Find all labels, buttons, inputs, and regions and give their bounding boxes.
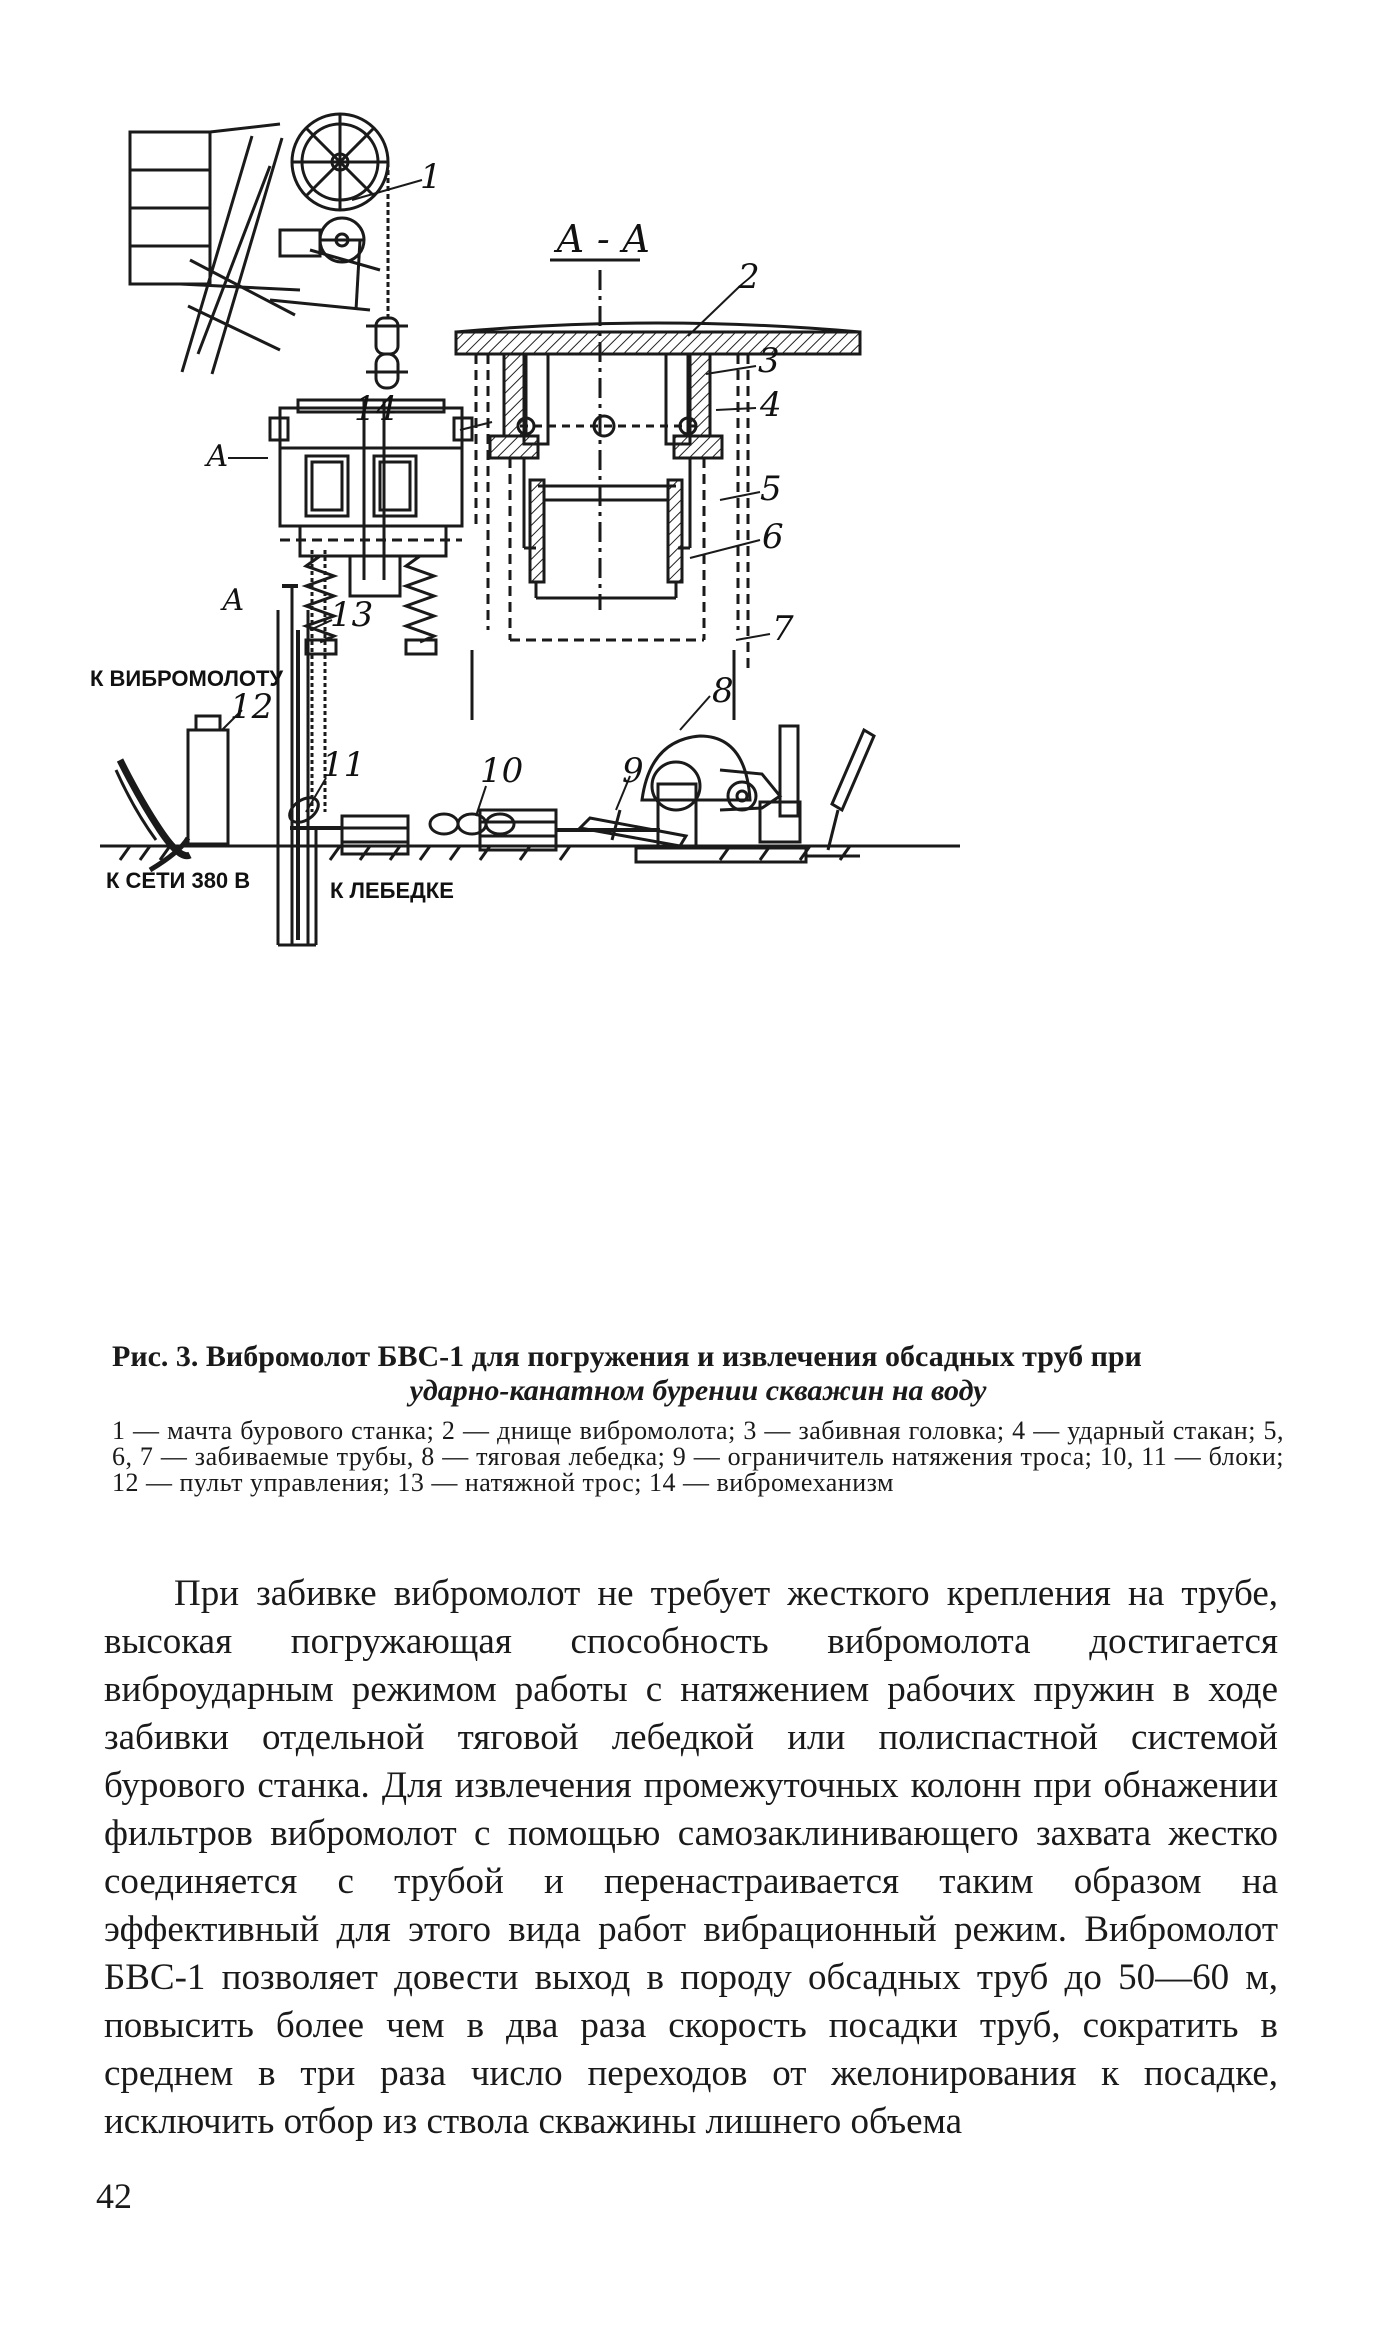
callout-1: 1 [420,157,442,197]
label-to-vibrohammer: К ВИБРОМОЛОТУ [90,666,283,691]
section-title-a-a: А - А [553,217,651,261]
section-view-a-a [454,258,862,720]
technical-drawing: 1 2 3 4 5 6 7 8 9 10 11 12 13 14 А А А -… [90,112,960,947]
caption-title-lead: Рис. 3. Вибромолот БВС-1 для погружения … [112,1340,1142,1373]
callout-8: 8 [712,671,734,711]
callouts: 1 2 3 4 5 6 7 8 9 10 11 12 13 14 [230,157,794,791]
control-panel [114,714,230,873]
section-mark-a-lower: А [220,583,245,618]
connection-labels: К ВИБРОМОЛОТУ К СЕТИ 380 В К ЛЕБЕДКЕ [90,666,454,903]
callout-14: 14 [354,389,397,429]
tension-rope [282,550,327,824]
figure-legend: 1 — мачта бурового станка; 2 — днище виб… [112,1416,1284,1497]
callout-2: 2 [737,257,760,297]
callout-13: 13 [330,595,373,635]
body-paragraph: При забивке вибромолот не требует жестко… [104,1573,1278,2142]
body-text: При забивке вибромолот не требует жестко… [104,1570,1278,2146]
leader-lines [221,179,771,817]
caption-title-tail: ударно-канатном бурении скважин на воду [409,1374,987,1407]
mast-rope [354,162,408,390]
callout-5: 5 [760,469,782,509]
ground-line [100,844,960,861]
tension-limiter [576,809,689,848]
mast-assembly [128,112,390,375]
callout-9: 9 [622,751,644,791]
pulley-blocks [290,808,660,856]
callout-11: 11 [322,745,365,785]
vibro-mechanism [268,398,474,656]
page-number: 42 [96,2176,132,2216]
label-to-network: К СЕТИ 380 В [106,868,250,893]
callout-3: 3 [758,341,780,381]
figure-caption-title: Рис. 3. Вибромолот БВС-1 для погружения … [112,1340,1284,1408]
callout-7: 7 [772,609,794,649]
label-to-winch: К ЛЕБЕДКЕ [330,878,454,903]
section-marks: А А А - А [204,217,651,618]
callout-10: 10 [480,751,523,791]
traction-winch [634,724,876,864]
casing-column [276,588,318,947]
callout-6: 6 [762,517,784,557]
callout-4: 4 [759,385,782,425]
section-mark-a-upper: А [204,439,229,474]
callout-12: 12 [230,687,273,727]
